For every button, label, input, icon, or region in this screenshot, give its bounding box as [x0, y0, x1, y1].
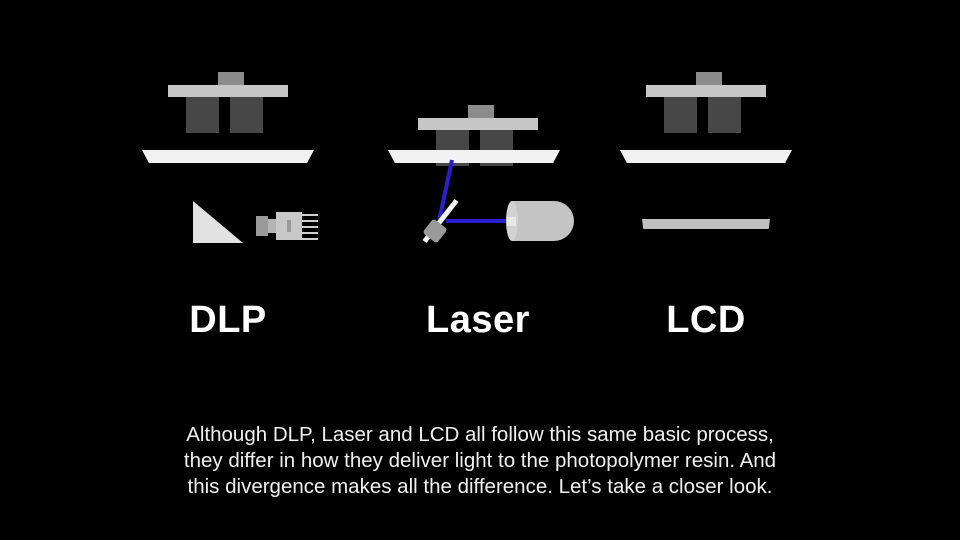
tech-label-lcd: LCD [666, 299, 746, 341]
object-leg-right [708, 97, 741, 133]
caption-block: Although DLP, Laser and LCD all follow t… [110, 422, 850, 500]
object-top-tab [468, 105, 494, 119]
object-top-tab [696, 72, 722, 86]
projector-fin [302, 232, 318, 234]
build-plate [168, 85, 288, 97]
printed-object [646, 72, 766, 133]
laser-beam-horizontal-segment [446, 219, 518, 223]
object-leg-left [664, 97, 697, 133]
laser-diode-body [512, 201, 574, 241]
build-plate [418, 118, 538, 130]
projector-neck [268, 219, 276, 233]
object-leg-left [186, 97, 219, 133]
projector-fin [302, 238, 318, 240]
build-plate [646, 85, 766, 97]
laser-diode-aperture [507, 217, 516, 226]
projector-fin [302, 226, 318, 228]
projector-hood [256, 216, 268, 236]
caption-line-1: Although DLP, Laser and LCD all follow t… [186, 423, 774, 446]
resin-vat [388, 150, 560, 163]
object-top-tab [218, 72, 244, 86]
tech-label-laser: Laser [426, 299, 530, 341]
printed-object [168, 72, 288, 133]
caption-line-3: this divergence makes all the difference… [187, 475, 773, 498]
projector-fin [302, 220, 318, 222]
tech-label-dlp: DLP [189, 299, 267, 341]
object-leg-right [230, 97, 263, 133]
column-laser: Laser [318, 0, 638, 360]
column-lcd: LCD [546, 0, 866, 360]
dlp-light-cone [193, 201, 243, 243]
projector-vent-slot [287, 220, 291, 232]
caption-line-2: they differ in how they deliver light to… [183, 449, 777, 472]
resin-vat [142, 150, 314, 163]
resin-vat [620, 150, 792, 163]
column-dlp: DLP [68, 0, 388, 360]
lcd-panel [642, 219, 770, 229]
projector-fin [302, 214, 318, 216]
